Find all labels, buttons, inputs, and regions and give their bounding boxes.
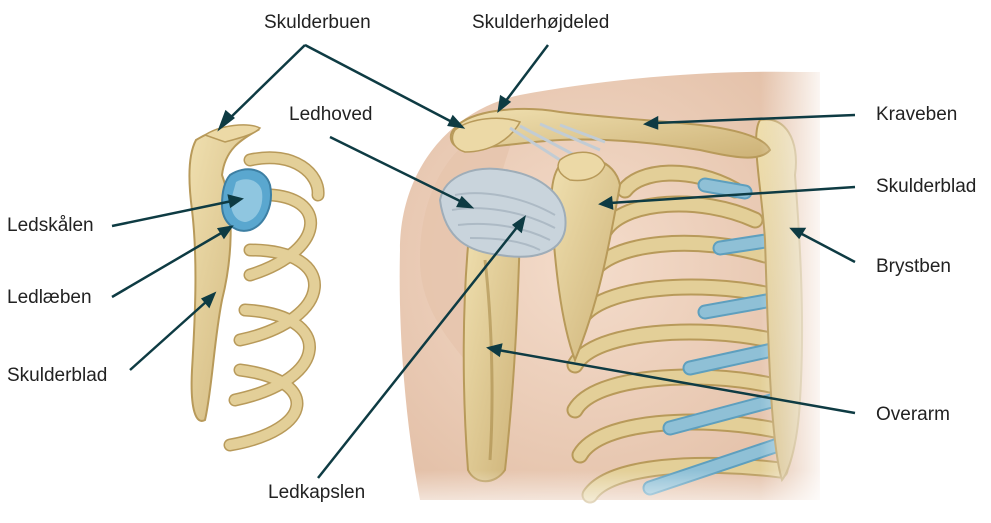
label-kraveben: Kraveben	[876, 104, 957, 126]
label-skulderblad-right: Skulderblad	[876, 176, 976, 198]
label-brystben: Brystben	[876, 256, 951, 278]
label-skulderblad-left: Skulderblad	[7, 365, 107, 387]
label-ledskalen: Ledskålen	[7, 215, 94, 237]
label-ledlaeben: Ledlæben	[7, 287, 92, 309]
label-overarm: Overarm	[876, 404, 950, 426]
label-ledhoved: Ledhoved	[289, 104, 372, 126]
scapula-side-view	[189, 125, 318, 445]
label-ledkapslen: Ledkapslen	[268, 482, 365, 504]
label-skulderbuen: Skulderbuen	[264, 12, 371, 34]
label-skulderhojdeled: Skulderhøjdeled	[472, 12, 609, 34]
shoulder-front-view	[380, 60, 830, 523]
